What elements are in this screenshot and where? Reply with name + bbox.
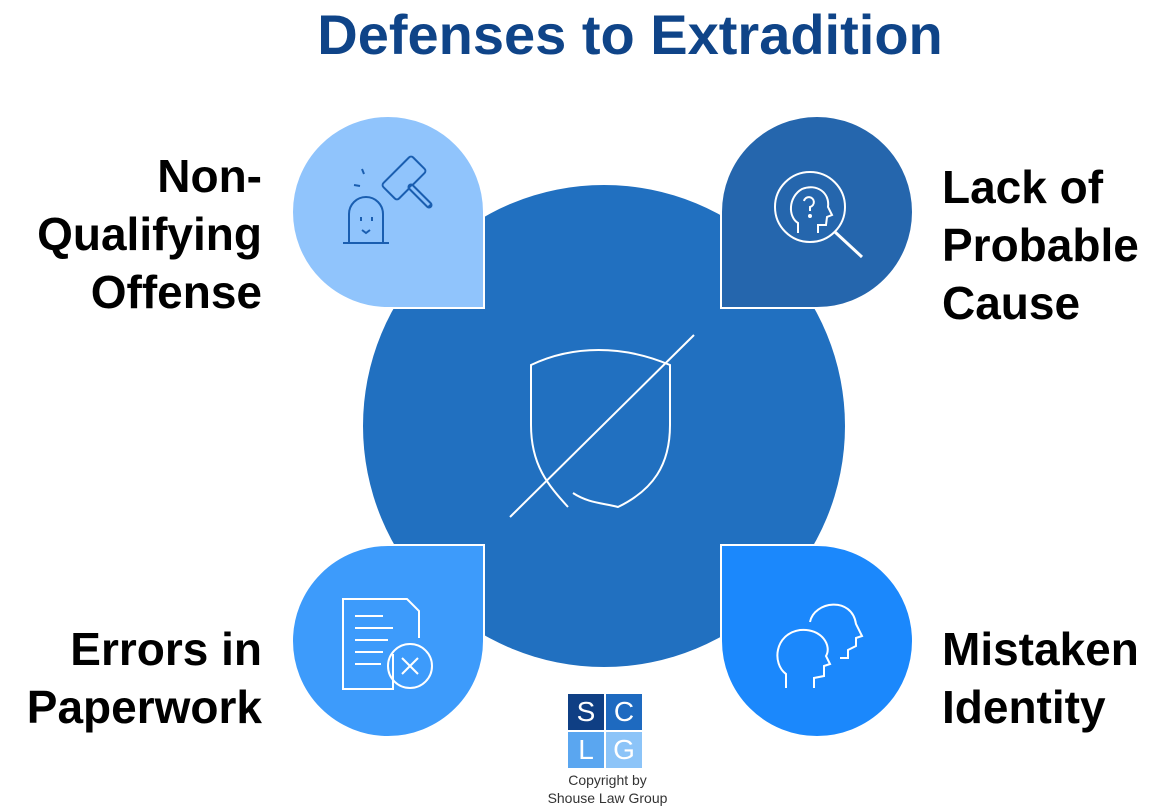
copyright-line: Copyright by bbox=[568, 772, 647, 788]
page-title: Defenses to Extradition bbox=[317, 3, 943, 66]
label-line: Cause bbox=[942, 277, 1081, 329]
label-line: Lack of bbox=[942, 161, 1104, 213]
label-line: Qualifying bbox=[37, 208, 262, 260]
document-error-icon bbox=[342, 598, 433, 690]
logo-letter: G bbox=[606, 732, 642, 768]
label-line: Mistaken bbox=[942, 623, 1139, 675]
logo-letter: S bbox=[568, 694, 604, 730]
label-line: Paperwork bbox=[26, 681, 262, 733]
label-mistaken-identity: Mistaken Identity bbox=[942, 620, 1139, 736]
defense-mistaken-identity bbox=[720, 544, 914, 738]
logo-letter: L bbox=[568, 732, 604, 768]
label-line: Non- bbox=[157, 150, 262, 202]
gavel-icon bbox=[343, 155, 433, 244]
label-line: Probable bbox=[942, 219, 1139, 271]
copyright: Copyright by Shouse Law Group bbox=[520, 771, 695, 807]
label-line: Identity bbox=[942, 681, 1106, 733]
copyright-line: Shouse Law Group bbox=[547, 790, 668, 806]
sclg-logo: S C L G bbox=[568, 694, 642, 768]
label-non-qualifying-offense: Non- Qualifying Offense bbox=[0, 147, 262, 321]
head-question-magnifier-icon bbox=[774, 171, 864, 259]
label-errors-in-paperwork: Errors in Paperwork bbox=[0, 620, 262, 736]
defense-lack-of-probable-cause bbox=[720, 115, 914, 309]
shield-slash-icon bbox=[509, 334, 695, 518]
label-lack-of-probable-cause: Lack of Probable Cause bbox=[942, 158, 1139, 332]
label-line: Errors in bbox=[70, 623, 262, 675]
defense-non-qualifying-offense bbox=[291, 115, 485, 309]
label-line: Offense bbox=[90, 266, 262, 318]
two-faces-icon bbox=[776, 603, 864, 688]
logo-letter: C bbox=[606, 694, 642, 730]
defense-errors-in-paperwork bbox=[291, 544, 485, 738]
